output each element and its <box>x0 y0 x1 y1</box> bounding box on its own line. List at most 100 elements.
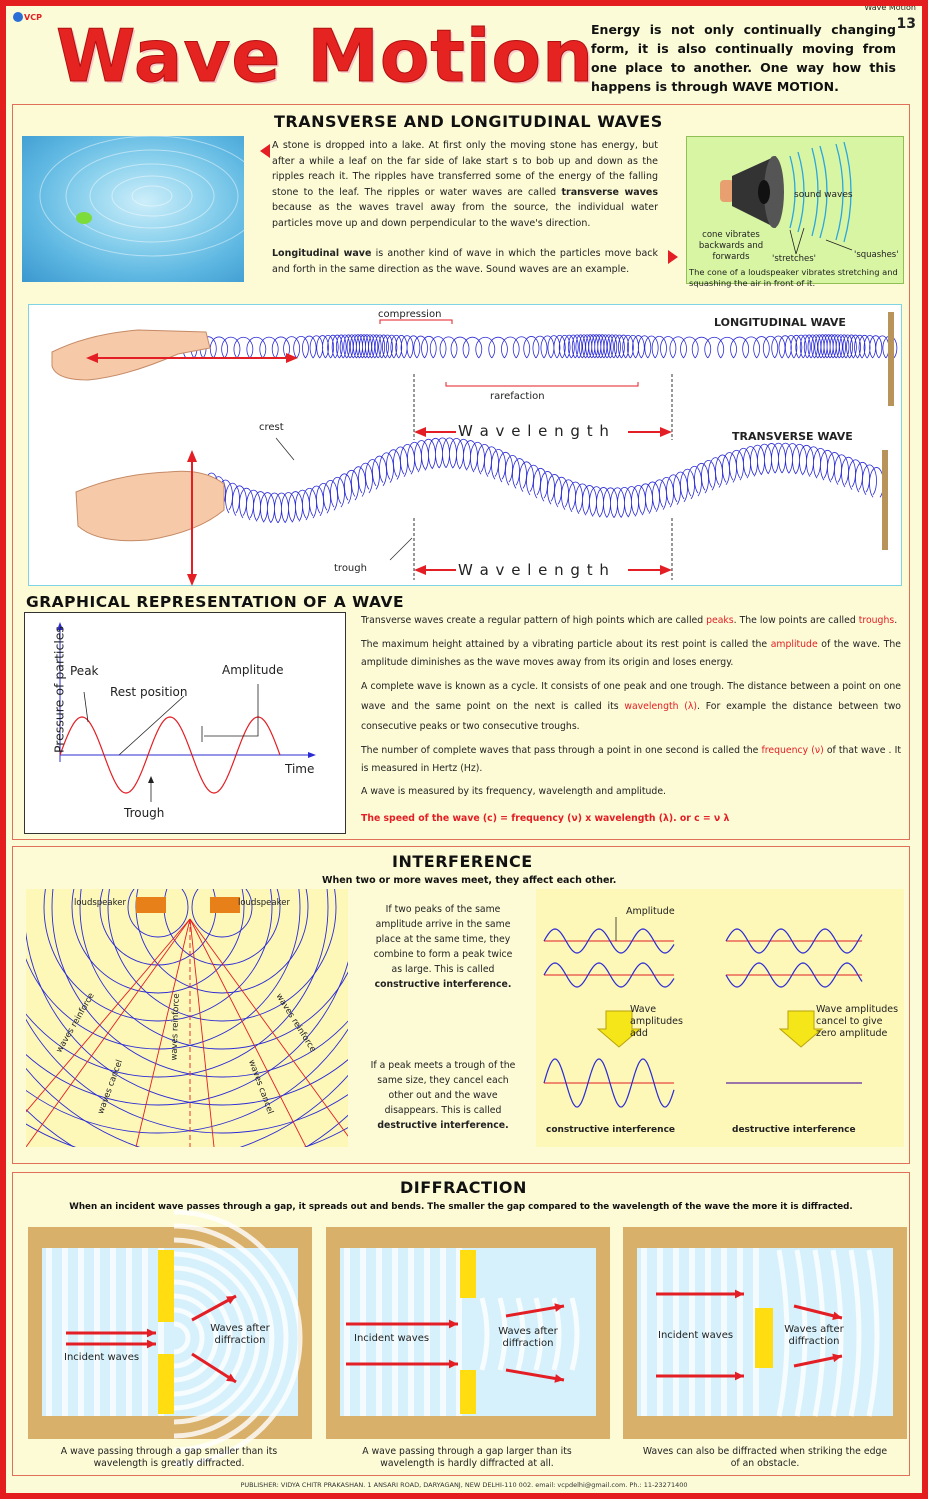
crest-label: crest <box>259 422 284 433</box>
speaker-left-icon <box>136 897 166 913</box>
arrow-down-head <box>187 574 197 586</box>
incident-band-0-7 <box>158 1248 164 1416</box>
destructive-explanation: If a peak meets a trough of the same siz… <box>368 1058 518 1133</box>
interference-amplitude-label: Amplitude <box>626 906 675 917</box>
after-arrow-3b-head <box>832 1353 842 1363</box>
ripple-0-86 <box>71 889 245 994</box>
wave-graph-box <box>24 612 346 834</box>
hand-top <box>51 329 211 381</box>
diffraction-heading: DIFFRACTION <box>400 1178 527 1197</box>
arrow-right-head <box>286 353 298 363</box>
compression-label: compression <box>378 309 442 320</box>
wave-graph <box>57 622 316 802</box>
stretches-label: 'stretches' <box>772 254 817 264</box>
ripple-0-114 <box>43 889 273 1022</box>
longitudinal-term: Longitudinal wave <box>272 248 372 259</box>
incident-arrow-2a-head <box>448 1319 458 1329</box>
incident-band-1-7 <box>456 1248 462 1416</box>
barrier-top-0 <box>158 1250 174 1322</box>
graph-p4: The number of complete waves that pass t… <box>361 742 901 778</box>
ripple-0-198 <box>26 960 348 1106</box>
ripple-1-170 <box>51 889 348 1078</box>
constructive-term: constructive interference. <box>374 979 512 990</box>
transverse-wave-label: TRANSVERSE WAVE <box>732 430 853 443</box>
amplitude-term: amplitude <box>770 639 818 650</box>
constructive-explanation: If two peaks of the same amplitude arriv… <box>368 902 518 992</box>
diff-arc-0-112 <box>173 1223 289 1453</box>
loudspeaker-label-right: loudspeaker <box>238 898 290 908</box>
wavelength-label-bottom: W a v e l e n g t h <box>458 561 610 579</box>
wl-head-left-0 <box>414 427 426 437</box>
incident-band-2-6 <box>737 1248 743 1416</box>
incident-label-1: Incident waves <box>64 1352 140 1363</box>
logo-text: VCP <box>24 13 42 22</box>
publisher-footer: PUBLISHER: VIDYA CHITR PRAKASHAN. 1 ANSA… <box>240 1481 688 1489</box>
ripples-graphic <box>39 136 244 257</box>
speaker-right-icon <box>210 897 240 913</box>
destructive-caption: destructive interference <box>732 1125 856 1135</box>
transverse-text-a: A stone is dropped into a lake. At first… <box>272 140 658 198</box>
arrow-left-head <box>86 353 98 363</box>
diff-arc-1-0 <box>479 1297 490 1371</box>
crest-pointer <box>275 437 295 461</box>
frequency-term: frequency (ν) <box>761 745 824 756</box>
graph-trough-label: Trough <box>124 806 165 820</box>
diff-arc-2-0 <box>776 1249 790 1417</box>
diffraction-caption-3: Waves can also be diffracted when striki… <box>642 1446 888 1469</box>
after-arrow-1a-head <box>226 1296 236 1305</box>
incident-band-2-2 <box>673 1248 679 1416</box>
troughs-term: troughs <box>858 615 895 626</box>
constructive-text: If two peaks of the same amplitude arriv… <box>373 904 513 975</box>
p3-text-a: A complete wave is known as a cycle. It … <box>361 681 901 712</box>
diff-arc-1-2 <box>515 1297 526 1371</box>
p4-text-a: The number of complete waves that pass t… <box>361 745 762 756</box>
diff-arc-2-3 <box>830 1249 844 1417</box>
wall-bottom <box>882 450 888 550</box>
speaker-cone-icon <box>732 156 776 228</box>
incident-band-2-4 <box>705 1248 711 1416</box>
after-label-1: Waves after diffraction <box>210 1323 270 1346</box>
incident-band-1-0 <box>344 1248 350 1416</box>
wl-head-right-1 <box>660 565 672 575</box>
interference-pattern <box>26 889 348 1147</box>
destructive-wave-a <box>725 928 863 954</box>
diff-arc-1-5 <box>569 1297 580 1371</box>
after-arrow-2a <box>505 1304 565 1318</box>
after-arrow-2a-head <box>554 1303 564 1312</box>
p4-text-b: of that wave . It is measured in Hertz (… <box>361 745 901 774</box>
longitudinal-wave-label: LONGITUDINAL WAVE <box>714 316 846 329</box>
wavelength-term: wavelength (λ) <box>624 701 698 712</box>
pointer-right-icon <box>668 250 678 264</box>
incident-band-1-6 <box>440 1248 446 1416</box>
diffraction-graphics <box>28 1209 907 1467</box>
diff-arc-2-2 <box>812 1249 826 1417</box>
transverse-spring <box>204 437 884 524</box>
diff-arc-0-56 <box>173 1279 233 1397</box>
compression-bracket <box>379 319 453 324</box>
interference-line-2 <box>135 918 191 1147</box>
destructive-term: destructive interference. <box>377 1120 509 1131</box>
squashes-label: 'squashes' <box>854 250 899 260</box>
diff-arc-0-42 <box>173 1293 219 1383</box>
interference-line-1 <box>26 918 191 1147</box>
ripple-1-198 <box>26 931 348 1106</box>
diff-arc-2-4 <box>848 1249 862 1417</box>
transverse-text-b: because as the waves travel away from th… <box>272 202 658 229</box>
interference-line-6 <box>189 918 348 1137</box>
down-arrow-left-icon <box>596 1010 642 1048</box>
wavelength-label-top: W a v e l e n g t h <box>458 422 610 440</box>
incident-arrow-3a-head <box>734 1289 744 1299</box>
incident-band-1-5 <box>424 1248 430 1416</box>
graph-rest-label: Rest position <box>110 685 188 699</box>
graph-p3: A complete wave is known as a cycle. It … <box>361 677 901 737</box>
incident-band-2-0 <box>641 1248 647 1416</box>
after-label-3: Waves after diffraction <box>784 1324 844 1347</box>
incident-label-2: Incident waves <box>354 1333 430 1344</box>
transverse-paragraph: A stone is dropped into a lake. At first… <box>272 138 658 231</box>
barrier-bottom-0 <box>158 1354 174 1414</box>
leaf-icon <box>76 212 92 224</box>
longitudinal-paragraph: Longitudinal wave is another kind of wav… <box>272 246 658 277</box>
incident-arrow-1b-head <box>146 1339 156 1349</box>
after-arrow-1b-head <box>226 1373 236 1382</box>
p1-text-a: Transverse waves create a regular patter… <box>361 615 707 626</box>
